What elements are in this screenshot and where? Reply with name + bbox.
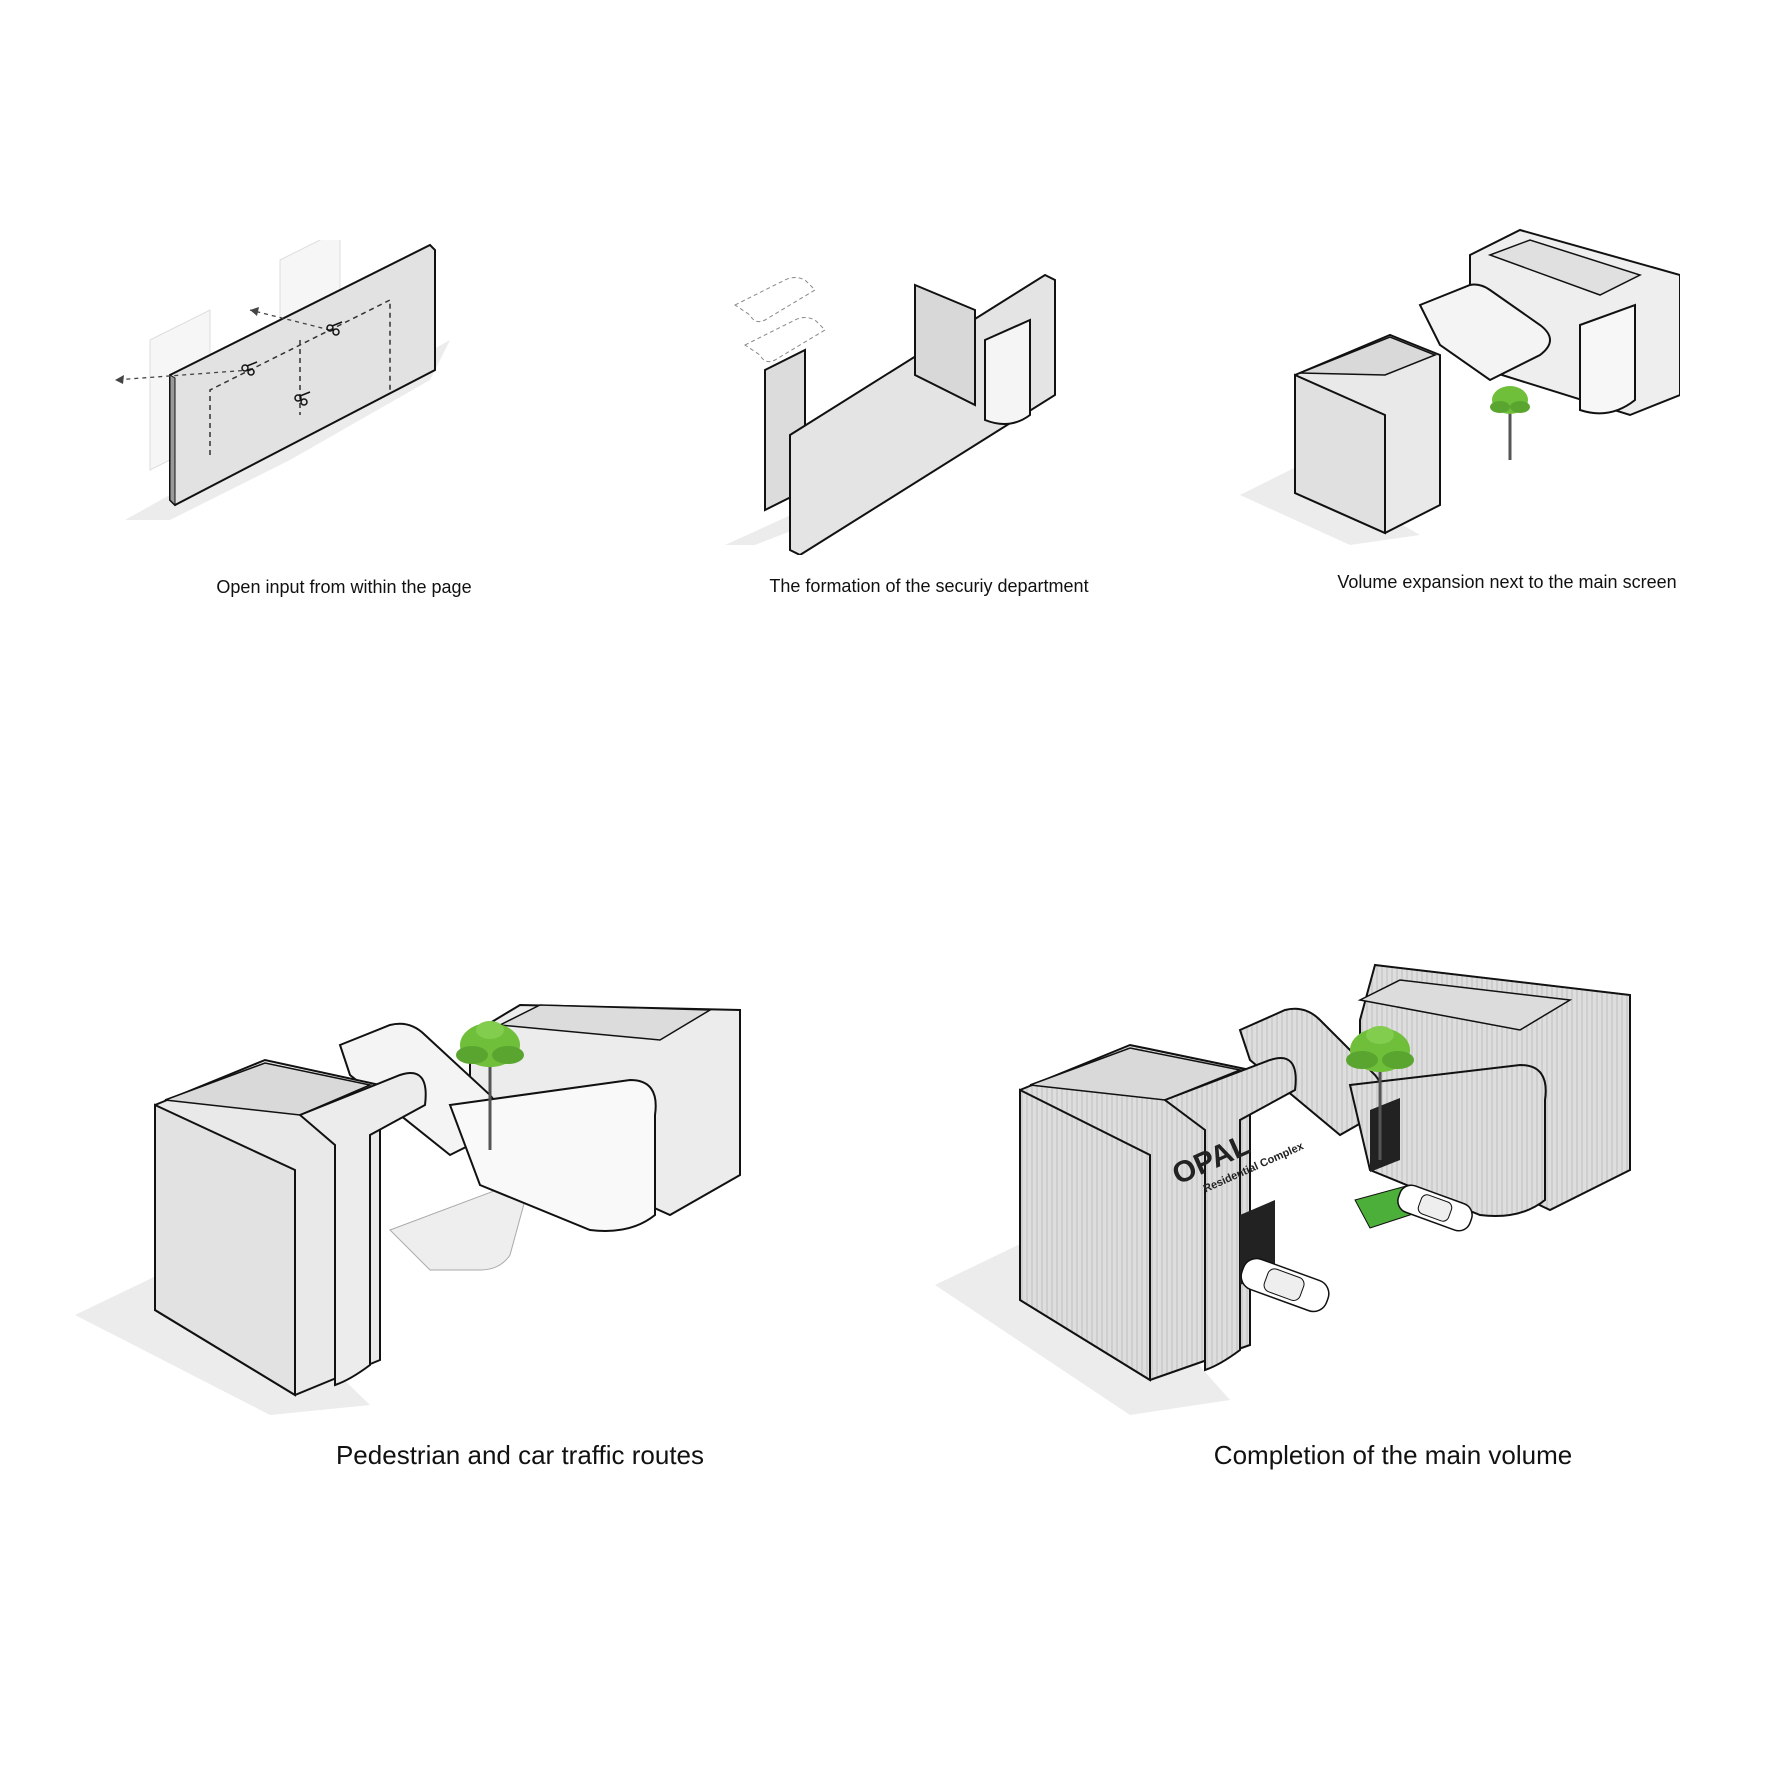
left-cube-face: [1019, 1088, 1151, 1382]
dashed-arrow-icon: [115, 375, 124, 384]
step-5-drawing: OPAL Residential Complex: [935, 963, 1631, 1415]
ghost-outline: [744, 317, 826, 363]
step-4-drawing: [75, 1003, 741, 1415]
ghost-outline: [734, 277, 816, 323]
scissors-icon: [241, 361, 258, 376]
wall-edge: [169, 374, 176, 507]
palm-tree-icon: [1346, 1026, 1414, 1160]
rounded-volume: [984, 318, 1031, 425]
scissors-icon: [294, 391, 311, 406]
diagram-step-4: [70, 985, 750, 1415]
rounded-canopy: [448, 1078, 657, 1232]
back-roof: [497, 1004, 713, 1041]
step-4-caption: Pedestrian and car traffic routes: [335, 1440, 705, 1470]
scissors-icon: [326, 321, 343, 336]
back-roof: [1357, 979, 1573, 1031]
step-2-drawing: [725, 273, 1056, 555]
curved-bridge: [1418, 283, 1551, 382]
diagram-step-2: [725, 265, 1105, 555]
left-cube-roof: [1299, 336, 1438, 376]
curved-wall: [298, 1072, 427, 1387]
step-1-caption: Open input from within the page: [216, 577, 472, 597]
step-5-caption: Completion of the main volume: [1213, 1440, 1573, 1470]
palm-tree-icon: [1490, 386, 1530, 460]
rounded-volume: [1579, 303, 1636, 415]
car-icon: [1397, 1184, 1473, 1232]
left-cube-face: [1294, 373, 1386, 535]
step-3-caption: Volume expansion next to the main screen: [1337, 572, 1677, 592]
roof-slab: [1487, 239, 1642, 296]
entrance-door: [1370, 1098, 1400, 1172]
diagram-step-1: [110, 240, 530, 540]
pedestrian-path: [389, 1183, 527, 1271]
step-2-caption: The formation of the securiy department: [769, 576, 1089, 596]
dashed-arrow-icon: [249, 309, 331, 331]
palm-tree-icon: [456, 1021, 524, 1150]
diagram-step-5: OPAL Residential Complex: [930, 960, 1650, 1415]
dashed-arrow-icon: [250, 307, 259, 316]
step-3-drawing: [1240, 228, 1680, 545]
back-wall: [914, 283, 976, 407]
left-cube-face: [154, 1103, 296, 1397]
dashed-arrow-icon: [114, 369, 251, 381]
step-1-drawing: [114, 240, 450, 520]
left-cube-roof: [1029, 1047, 1243, 1101]
diagram-step-3: [1240, 215, 1680, 545]
car-icon: [1240, 1257, 1330, 1313]
left-cube-roof: [164, 1062, 373, 1116]
